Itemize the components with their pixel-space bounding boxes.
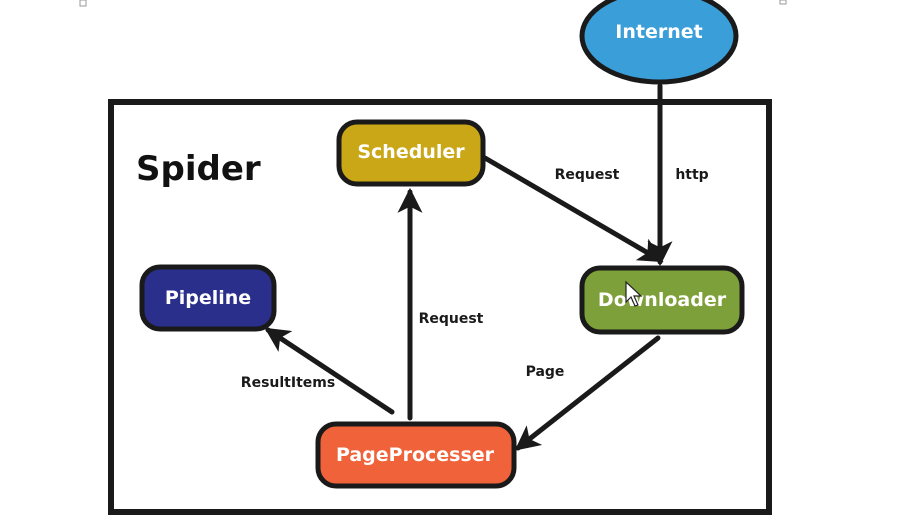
edge-label-request-vertical: Request: [419, 311, 484, 327]
spider-title: Spider: [136, 149, 261, 189]
node-downloader-label: Downloader: [598, 289, 727, 311]
corner-artifact-left: [79, 0, 87, 7]
edge-scheduler-to-downloader: [482, 155, 664, 263]
spider-container: [108, 99, 772, 515]
edge-downloader-to-pageprocesser: [514, 335, 661, 451]
edge-label-page: Page: [526, 364, 565, 380]
mouse-cursor-icon: [625, 280, 643, 307]
node-internet-label: Internet: [615, 21, 702, 43]
edge-label-resultitems: ResultItems: [241, 375, 335, 391]
node-scheduler-label: Scheduler: [357, 141, 465, 163]
corner-artifact-right: [779, 0, 787, 5]
node-pageprocesser-label: PageProcesser: [336, 444, 495, 466]
node-downloader: Downloader: [579, 265, 745, 335]
node-scheduler: Scheduler: [336, 119, 486, 187]
edge-label-http: http: [675, 167, 708, 183]
edge-pageprocesser-to-pipeline: [264, 327, 395, 415]
node-pipeline: Pipeline: [139, 264, 277, 332]
node-internet: Internet: [579, 0, 739, 85]
edge-label-request-top: Request: [555, 167, 620, 183]
node-pageprocesser: PageProcesser: [315, 421, 517, 489]
node-pipeline-label: Pipeline: [165, 287, 251, 309]
